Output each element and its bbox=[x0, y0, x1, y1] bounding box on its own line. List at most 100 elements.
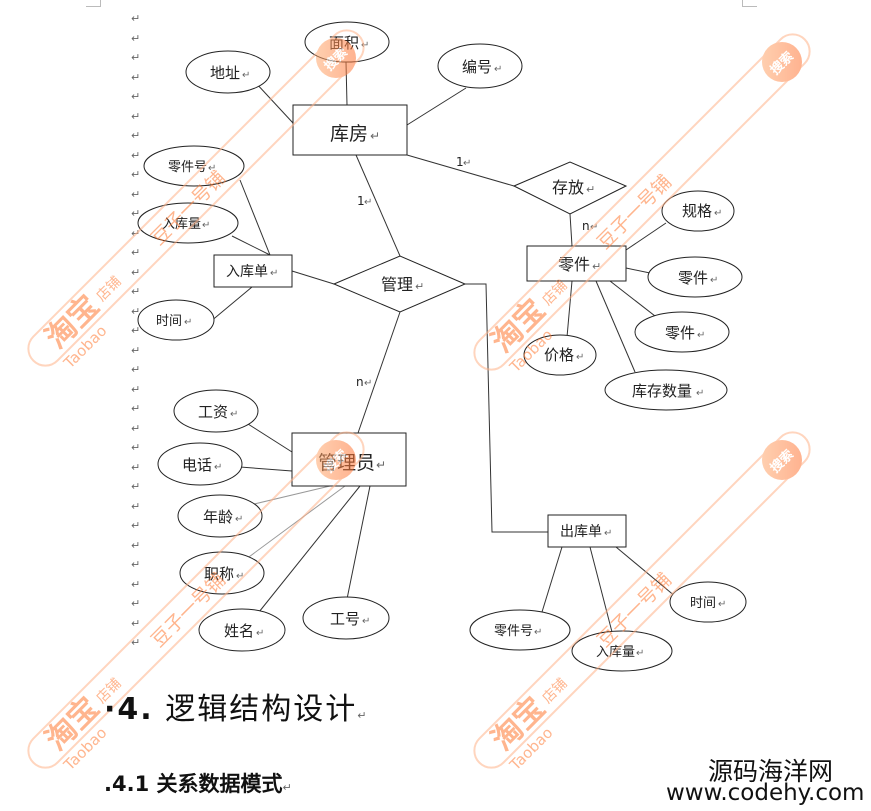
line-warehouse-manage bbox=[355, 154, 401, 257]
relationship-store-label: 存放 bbox=[552, 178, 584, 197]
svg-text:↵: ↵ bbox=[696, 388, 704, 399]
svg-text:工资: 工资 bbox=[198, 403, 228, 421]
paragraph-mark: ↵ bbox=[131, 207, 140, 220]
svg-text:零件: 零件 bbox=[678, 269, 708, 287]
attribute-out-part-no: 零件号 ↵ bbox=[469, 609, 571, 651]
paragraph-mark: ↵ bbox=[131, 32, 140, 45]
svg-text:规格: 规格 bbox=[682, 202, 712, 220]
entity-in-slip: 入库单 ↵ bbox=[213, 254, 293, 288]
paragraph-mark: ↵ bbox=[131, 597, 140, 610]
cardinality-labels: 1 ↵ n ↵ 1 ↵ n ↵ bbox=[356, 155, 598, 389]
attribute-out-time: 时间 ↵ bbox=[669, 581, 747, 623]
relationship-manage-label: 管理 bbox=[381, 275, 413, 294]
attribute-in-time: 时间 ↵ bbox=[137, 299, 215, 341]
paragraph-marks-column: ↵↵↵↵↵↵↵↵↵↵↵↵↵↵↵↵↵↵↵↵↵↵↵↵↵↵↵↵↵↵↵↵↵ bbox=[131, 12, 140, 649]
paragraph-mark: ↵ bbox=[131, 558, 140, 571]
svg-text:姓名: 姓名 bbox=[224, 622, 254, 640]
attribute-phone: 电话 ↵ bbox=[157, 442, 243, 486]
svg-text:电话: 电话 bbox=[182, 456, 212, 474]
relationship-manage: 管理 ↵ bbox=[332, 255, 467, 313]
section-subheading: .4.1 关系数据模式↵ bbox=[104, 768, 292, 798]
line-inslip-quantity bbox=[231, 235, 271, 256]
svg-text:↵: ↵ bbox=[370, 129, 380, 143]
section-heading-title: 逻辑结构设计 bbox=[165, 692, 358, 727]
entity-out-slip-label: 出库单 bbox=[560, 524, 602, 540]
paragraph-mark: ↵ bbox=[131, 461, 140, 474]
svg-text:职称: 职称 bbox=[204, 565, 234, 583]
svg-text:库存数量: 库存数量 bbox=[632, 382, 692, 400]
svg-text:工号: 工号 bbox=[330, 610, 360, 628]
svg-text:↵: ↵ bbox=[710, 275, 718, 286]
cardinality-warehouse-manage: 1 bbox=[357, 194, 365, 208]
svg-text:↵: ↵ bbox=[270, 268, 278, 279]
svg-text:↵: ↵ bbox=[714, 208, 722, 219]
svg-text:↵: ↵ bbox=[590, 222, 598, 233]
svg-text:↵: ↵ bbox=[236, 571, 244, 582]
svg-text:入库量: 入库量 bbox=[596, 644, 635, 660]
paragraph-mark: ↵ bbox=[131, 519, 140, 532]
paragraph-mark: ↵ bbox=[131, 168, 140, 181]
watermark-stamp-bottom-right: 淘宝 店铺 豆子一号铺 搜索 Taobao bbox=[473, 431, 811, 775]
svg-text:零件号: 零件号 bbox=[168, 160, 207, 175]
svg-text:店铺: 店铺 bbox=[539, 278, 570, 309]
paragraph-mark: ↵ bbox=[131, 422, 140, 435]
svg-text:时间: 时间 bbox=[156, 314, 182, 329]
line-outslip-partno bbox=[541, 546, 563, 613]
line-warehouse-address bbox=[254, 81, 294, 124]
line-manager-staffno bbox=[346, 485, 371, 600]
svg-text:↵: ↵ bbox=[463, 158, 471, 169]
svg-text:↵: ↵ bbox=[376, 458, 386, 472]
svg-text:↵: ↵ bbox=[230, 409, 238, 420]
line-manager-title bbox=[237, 485, 346, 566]
paragraph-mark: ↵ bbox=[131, 324, 140, 337]
line-part-stock bbox=[595, 280, 636, 373]
paragraph-mark: ↵ bbox=[131, 129, 140, 142]
attribute-stock-qty: 库存数量 ↵ bbox=[604, 369, 728, 411]
svg-text:↵: ↵ bbox=[494, 64, 502, 75]
line-inslip-manage bbox=[291, 270, 335, 285]
paragraph-mark: ↵ bbox=[131, 441, 140, 454]
footer-site-name: 源码海洋网 bbox=[708, 757, 834, 786]
entity-warehouse-label: 库房 bbox=[330, 123, 368, 145]
attribute-address: 地址 ↵ bbox=[185, 50, 271, 94]
svg-text:↵: ↵ bbox=[362, 616, 370, 627]
attribute-staff-no: 工号 ↵ bbox=[302, 596, 390, 640]
svg-text:编号: 编号 bbox=[462, 58, 492, 76]
attribute-out-quantity: 入库量 ↵ bbox=[571, 630, 673, 672]
svg-text:店铺: 店铺 bbox=[539, 676, 570, 707]
attribute-in-part-no: 零件号 ↵ bbox=[143, 145, 245, 187]
attribute-spec: 规格 ↵ bbox=[661, 190, 735, 232]
attribute-number: 编号 ↵ bbox=[437, 43, 523, 89]
paragraph-mark: ↵ bbox=[131, 246, 140, 259]
attribute-in-quantity: 入库量 ↵ bbox=[137, 202, 239, 244]
attribute-part-a: 零件 ↵ bbox=[647, 256, 743, 298]
paragraph-mark: ↵ bbox=[131, 51, 140, 64]
paragraph-mark: ↵ bbox=[131, 266, 140, 279]
paragraph-mark: ↵ bbox=[131, 363, 140, 376]
paragraph-mark: ↵ bbox=[131, 617, 140, 630]
paragraph-mark: ↵ bbox=[131, 402, 140, 415]
svg-text:价格: 价格 bbox=[544, 346, 574, 364]
footer-site-url: www.codehy.com bbox=[666, 780, 865, 806]
paragraph-mark: ↵ bbox=[131, 188, 140, 201]
line-inslip-partno bbox=[239, 179, 271, 256]
entity-warehouse: 库房 ↵ bbox=[292, 104, 408, 156]
svg-text:↵: ↵ bbox=[256, 628, 264, 639]
svg-text:↵: ↵ bbox=[208, 163, 216, 174]
cardinality-warehouse-store: 1 bbox=[456, 155, 464, 169]
svg-text:↵: ↵ bbox=[576, 352, 584, 363]
entity-out-slip: 出库单 ↵ bbox=[547, 514, 627, 548]
paragraph-mark: ↵ bbox=[357, 709, 369, 722]
relationship-store: 存放 ↵ bbox=[512, 161, 628, 215]
attribute-name: 姓名 ↵ bbox=[198, 608, 286, 652]
attribute-salary: 工资 ↵ bbox=[173, 389, 259, 433]
paragraph-mark: ↵ bbox=[282, 781, 292, 794]
entity-part-label: 零件 bbox=[558, 255, 590, 274]
svg-text:时间: 时间 bbox=[690, 596, 716, 611]
paragraph-mark: ↵ bbox=[131, 480, 140, 493]
svg-text:↵: ↵ bbox=[364, 197, 372, 208]
paragraph-mark: ↵ bbox=[131, 149, 140, 162]
section-heading-number: ·4. bbox=[104, 692, 154, 727]
paragraph-mark: ↵ bbox=[131, 578, 140, 591]
page-corner-mark-left bbox=[86, 0, 101, 7]
